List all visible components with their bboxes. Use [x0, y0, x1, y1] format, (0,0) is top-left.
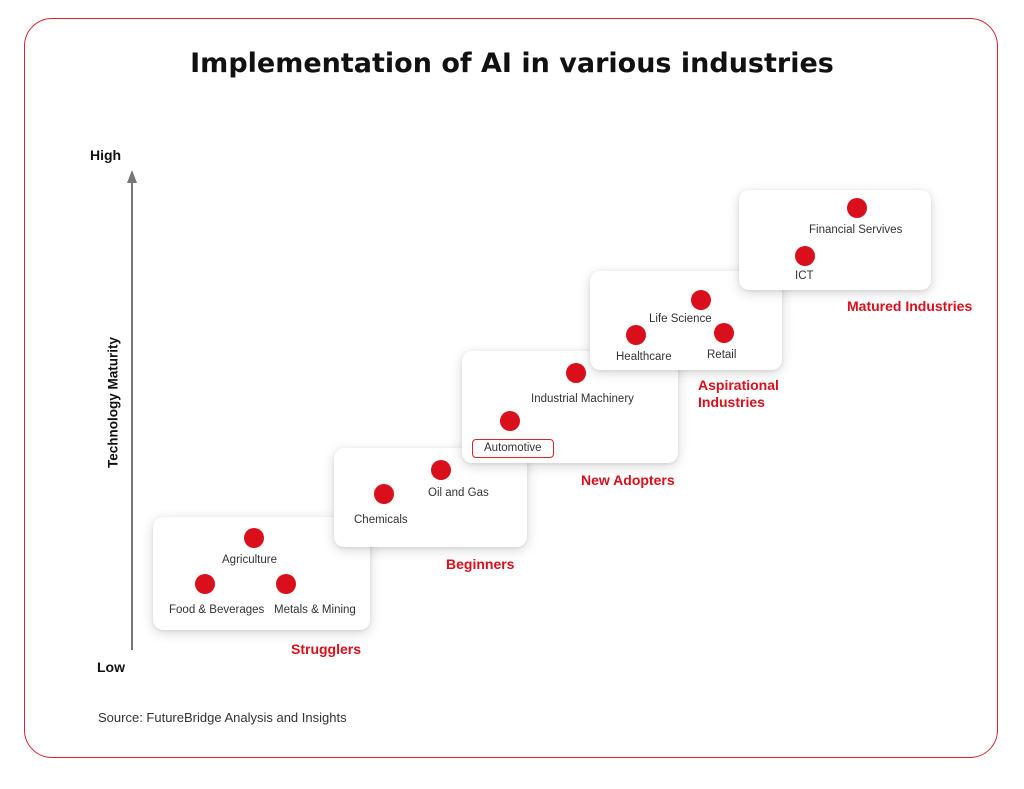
dot-marker — [795, 246, 815, 266]
dot-marker — [195, 574, 215, 594]
industry-financial-services: Financial Servives — [809, 224, 903, 236]
group-label-new-adopters: New Adopters — [581, 472, 675, 488]
industry-life-science: Life Science — [649, 313, 712, 325]
card-beginners: Oil and Gas Chemicals — [334, 448, 527, 547]
industry-chemicals: Chemicals — [354, 514, 408, 526]
dot-marker — [691, 290, 711, 310]
card-matured: Financial Servives ICT — [739, 190, 931, 290]
dot-marker — [244, 528, 264, 548]
dot-marker — [374, 484, 394, 504]
diagram-title: Implementation of AI in various industri… — [190, 48, 834, 79]
industry-retail: Retail — [707, 349, 737, 361]
axis-low-label: Low — [97, 659, 125, 675]
source-note: Source: FutureBridge Analysis and Insigh… — [98, 710, 347, 725]
group-label-strugglers: Strugglers — [291, 641, 362, 657]
industry-healthcare: Healthcare — [616, 351, 672, 363]
dot-marker — [847, 198, 867, 218]
industry-ict: ICT — [795, 270, 814, 282]
group-label-matured: Matured Industries — [847, 298, 973, 314]
industry-automotive: Automotive — [472, 439, 554, 458]
industry-industrial-machinery: Industrial Machinery — [531, 393, 634, 405]
group-label-beginners: Beginners — [446, 556, 515, 572]
industry-food-beverages: Food & Beverages — [169, 604, 265, 616]
industry-agriculture: Agriculture — [222, 554, 277, 566]
dot-marker — [500, 411, 520, 431]
group-label-aspirational: Aspirational Industries — [698, 377, 779, 410]
axis-arrow-icon — [127, 170, 137, 183]
card-strugglers: Agriculture Food & Beverages Metals & Mi… — [153, 517, 370, 630]
axis-line — [131, 182, 133, 650]
industry-metals-mining: Metals & Mining — [274, 604, 356, 616]
dot-marker — [626, 325, 646, 345]
dot-marker — [566, 363, 586, 383]
industry-oil-and-gas: Oil and Gas — [428, 487, 489, 499]
dot-marker — [431, 460, 451, 480]
dot-marker — [276, 574, 296, 594]
axis-title: Technology Maturity — [105, 337, 121, 469]
axis-high-label: High — [90, 147, 122, 163]
dot-marker — [714, 323, 734, 343]
